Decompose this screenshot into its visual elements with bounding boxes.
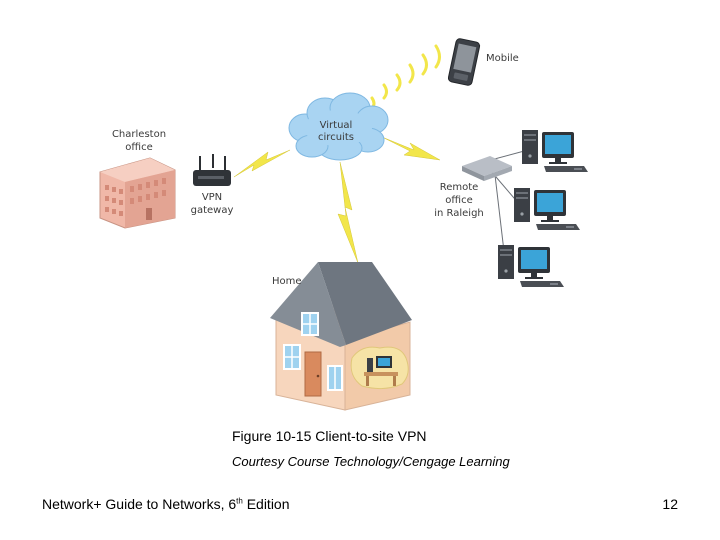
label-remote-line2: office (445, 195, 472, 206)
wireless-signal (370, 44, 441, 110)
desktop-computer-icon (498, 245, 564, 287)
label-home: Home (272, 276, 302, 287)
page-number: 12 (662, 496, 678, 512)
vpn-links (233, 136, 441, 264)
home-house-icon (270, 262, 412, 411)
label-charleston-line2: office (125, 142, 152, 153)
footer-title-suffix: Edition (242, 496, 290, 512)
desktop-computer-icon (514, 188, 580, 230)
lightning-bolt-gateway (233, 149, 291, 178)
diagram-labels: Mobile Virtual circuits Charleston offic… (112, 53, 519, 287)
lightning-bolt-home (337, 161, 359, 264)
footer-book-title: Network+ Guide to Networks, 6th Edition (42, 496, 290, 512)
label-charleston-line1: Charleston (112, 129, 166, 140)
label-remote-line1: Remote (440, 182, 479, 193)
desktop-computer-icon (522, 130, 588, 172)
lightning-bolt-remote (381, 136, 441, 161)
label-mobile: Mobile (486, 53, 519, 64)
mobile-phone-icon (447, 38, 481, 86)
label-vpn-line1: VPN (202, 192, 222, 203)
footer-title-sup: th (236, 496, 243, 506)
vpn-gateway-router-icon (193, 154, 231, 186)
office-building-icon (99, 157, 176, 229)
label-vpn-line2: gateway (191, 205, 234, 216)
virtual-circuits-cloud (288, 92, 389, 161)
label-virtual-circuits-line1: Virtual (320, 120, 353, 131)
figure-caption: Figure 10-15 Client-to-site VPN (232, 428, 427, 444)
vpn-diagram: Mobile Virtual circuits Charleston offic… (99, 38, 588, 411)
figure-credit: Courtesy Course Technology/Cengage Learn… (232, 454, 510, 469)
footer-title-prefix: Network+ Guide to Networks, 6 (42, 496, 237, 512)
label-virtual-circuits-line2: circuits (318, 132, 354, 143)
network-switch-icon (462, 156, 512, 181)
label-remote-line3: in Raleigh (434, 208, 484, 219)
